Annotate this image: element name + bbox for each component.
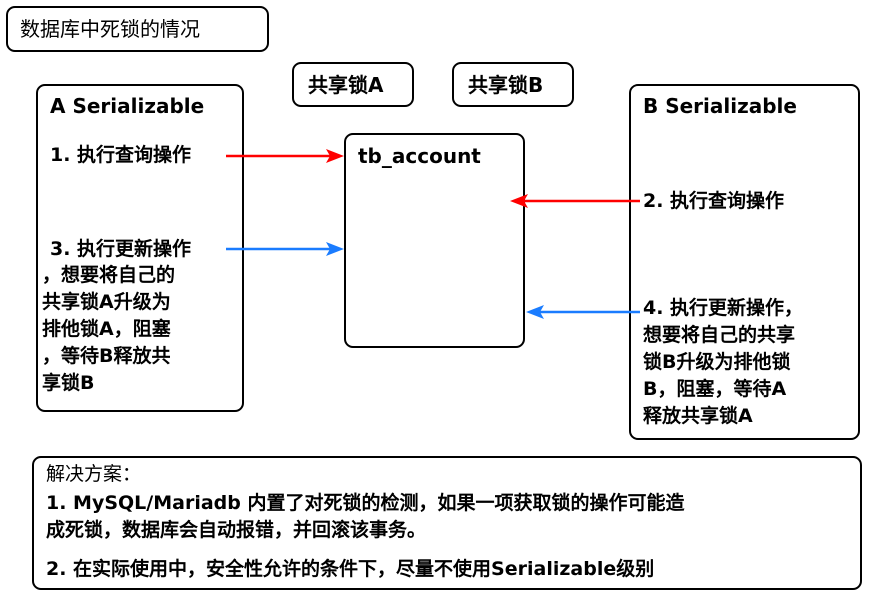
query-arrow-a-head bbox=[326, 149, 344, 163]
transaction-b-step4-line: 4. 执行更新操作， bbox=[643, 297, 804, 319]
shared-lock-b-label: 共享锁B bbox=[468, 73, 544, 97]
solution-item2: 2. 在实际使用中，安全性允许的条件下，尽量不使用Serializable级别 bbox=[46, 558, 655, 580]
update-arrow-b-head bbox=[526, 305, 544, 319]
solution-item1-line: 成死锁，数据库会自动报错，并回滚该事务。 bbox=[46, 519, 427, 541]
transaction-b-step2: 2. 执行查询操作 bbox=[643, 190, 785, 212]
shared-lock-b-box: 共享锁B bbox=[452, 62, 574, 107]
solution-box bbox=[32, 456, 862, 590]
transaction-a-step3-line: 享锁B bbox=[42, 372, 95, 394]
transaction-a-step3-line: 3. 执行更新操作 bbox=[50, 238, 192, 260]
transaction-b-box bbox=[629, 84, 860, 440]
transaction-b-step4-line: 锁B升级为排他锁 bbox=[643, 351, 791, 373]
query-arrow-b-head bbox=[510, 194, 528, 208]
transaction-a-box bbox=[36, 84, 244, 412]
transaction-a-step3-line: ，想要将自己的 bbox=[42, 264, 176, 286]
diagram-title: 数据库中死锁的情况 bbox=[20, 17, 200, 41]
transaction-a-step3-line: 共享锁A升级为 bbox=[42, 291, 171, 313]
transaction-b-header: B Serializable bbox=[643, 94, 797, 118]
transaction-b-step4-line: B，阻塞，等待A bbox=[643, 378, 787, 400]
transaction-a-step3-line: ，等待B释放共 bbox=[42, 345, 171, 367]
transaction-b-step4-line: 释放共享锁A bbox=[643, 405, 753, 427]
shared-lock-a-label: 共享锁A bbox=[308, 73, 384, 97]
table-name: tb_account bbox=[358, 144, 481, 168]
table-box: tb_account bbox=[344, 133, 525, 348]
transaction-a-header: A Serializable bbox=[50, 94, 205, 118]
solution-item1-line: 1. MySQL/Mariadb 内置了对死锁的检测，如果一项获取锁的操作可能造 bbox=[46, 492, 685, 514]
diagram-title-box: 数据库中死锁的情况 bbox=[6, 6, 269, 52]
transaction-a-step1: 1. 执行查询操作 bbox=[50, 144, 192, 166]
update-arrow-a-head bbox=[326, 242, 344, 256]
shared-lock-a-box: 共享锁A bbox=[292, 62, 414, 107]
solution-heading: 解决方案： bbox=[46, 463, 142, 485]
transaction-b-step4-line: 想要将自己的共享 bbox=[643, 324, 796, 346]
transaction-a-step3-line: 排他锁A，阻塞 bbox=[42, 318, 171, 340]
